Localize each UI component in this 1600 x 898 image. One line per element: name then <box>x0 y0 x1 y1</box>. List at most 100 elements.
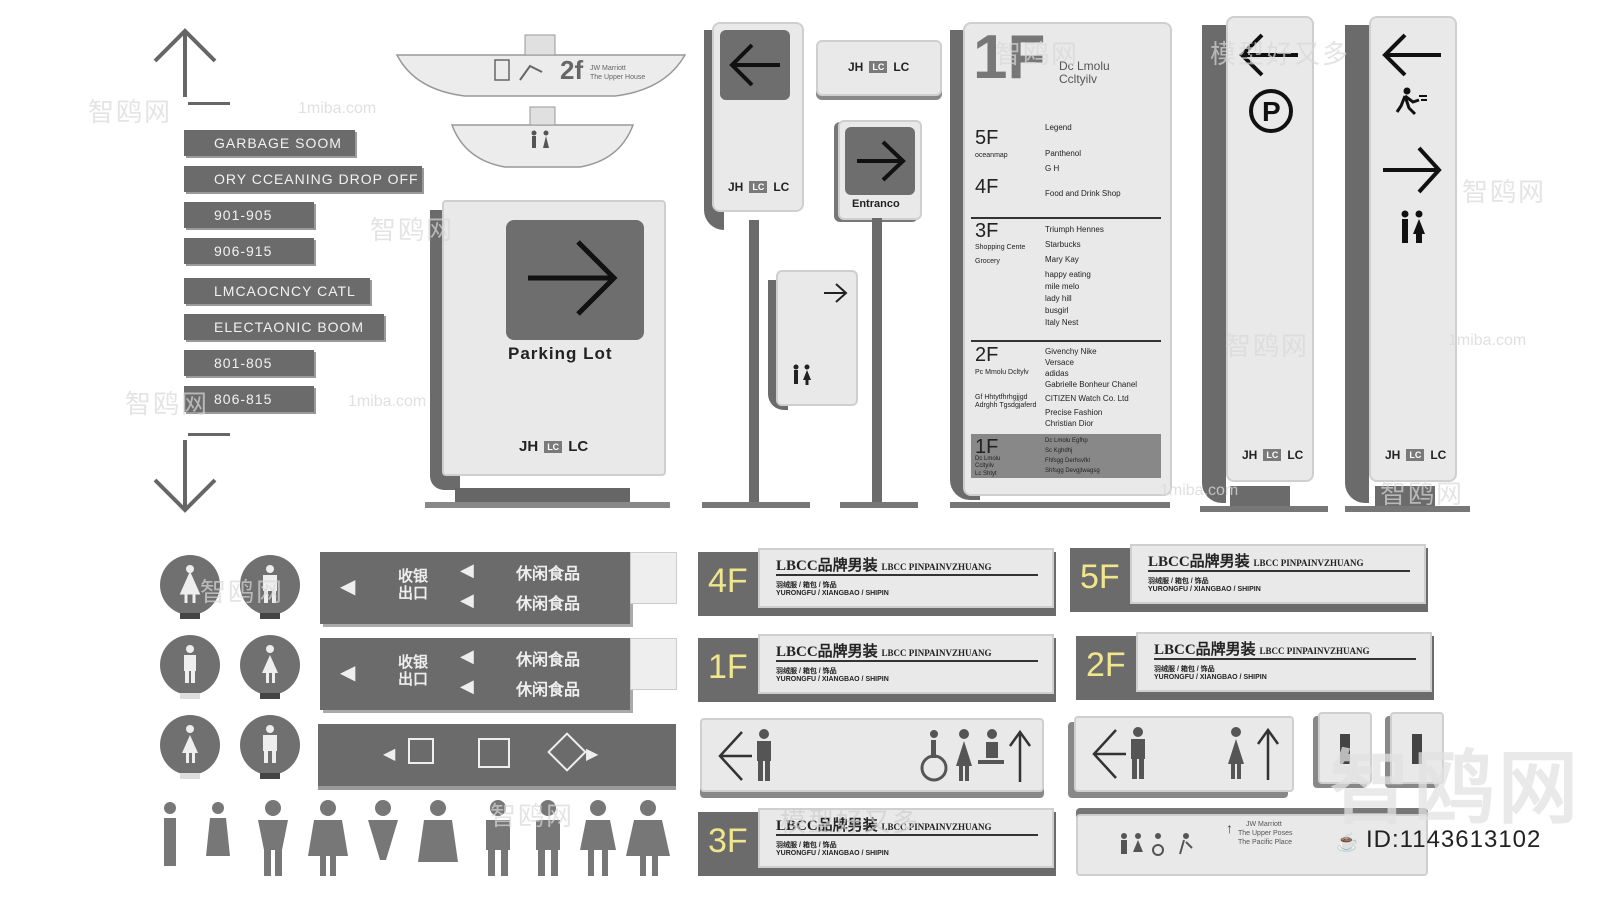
wayfinding-icons <box>1092 727 1280 780</box>
directory-item: Sc Kghdhj <box>1045 448 1073 454</box>
banner-cats-en: YURONGFU / XIANGBAO / SHIPIN <box>1154 674 1267 681</box>
banner-title-cn: LBCC品牌男装 <box>776 818 878 834</box>
directory-floor-5f: 5F <box>975 127 999 149</box>
right-arrow-icon <box>1383 146 1442 194</box>
watermark: 1miba.com <box>1448 332 1527 349</box>
up-arrow-icon <box>1008 729 1032 782</box>
cashier-label: 收银出口 <box>398 654 429 688</box>
left-arrow-icon: ◀ <box>460 646 474 666</box>
totem-exit: JH LC LC <box>1369 16 1457 482</box>
brand-right: LC <box>773 180 790 194</box>
banner-rule <box>776 660 1038 662</box>
door-sign-women <box>1390 712 1444 784</box>
totem-back <box>1345 25 1369 503</box>
coffee-icon: ☕ <box>1336 832 1359 852</box>
totem-ground <box>1200 506 1328 512</box>
brand-right: LC <box>1430 448 1447 462</box>
ceiling-sign-elevator <box>395 34 687 97</box>
banner-panel: LBCC品牌男装 LBCC PINPAINVZHUANG 羽绒服 / 箱包 / … <box>758 548 1054 608</box>
banner-cats-en: YURONGFU / XIANGBAO / SHIPIN <box>776 676 889 683</box>
directory-item: Precise Fashion <box>1045 408 1103 417</box>
snack-label: 休闲食品 <box>516 566 581 583</box>
right-arrow-icon <box>528 240 618 316</box>
banner-cats: 羽绒服 / 箱包 / 饰品 <box>776 842 837 849</box>
men-round-sign <box>160 635 220 699</box>
directory-sub: Dc Lmolu Ccltyilv <box>975 456 1001 469</box>
brand-logo: JH LC LC <box>728 180 789 194</box>
directory-current-floor: 1F Dc Lmolu Ccltyilv Lc Shtyt Dc Lmolu E… <box>971 434 1161 478</box>
men-round-sign <box>240 555 300 619</box>
floor-number: 1F <box>708 648 748 686</box>
directory-item: happy eating <box>1045 270 1091 279</box>
divider <box>971 340 1161 342</box>
directory-floor-2f: 2F <box>975 344 999 366</box>
left-arrow-icon <box>718 731 752 781</box>
brand-mid: LC <box>1263 449 1282 461</box>
women-round-sign <box>160 715 220 779</box>
wayfinding-icons <box>718 729 1032 782</box>
directory-items: Panthenol G H <box>1045 148 1081 175</box>
totem-ground <box>1345 506 1470 512</box>
emergency-exit-icon <box>1395 87 1427 116</box>
banner-title-en: LBCC PINPAINVZHUANG <box>881 822 992 832</box>
directory-item: Starbucks <box>1045 240 1081 249</box>
directory-sub: Shopping Cente <box>975 244 1026 251</box>
women-icon <box>1228 727 1244 779</box>
men-icon <box>1131 727 1145 779</box>
parking-sign-ground <box>425 502 670 508</box>
women-round-sign <box>240 635 300 699</box>
brand-mid: LC <box>544 440 563 453</box>
directory-item: Triumph Hennes <box>1045 225 1104 234</box>
directory-big-floor: 1F <box>973 23 1046 92</box>
directory-title-2: Ccltyilv <box>1059 72 1097 86</box>
banner-cats-en: YURONGFU / XIANGBAO / SHIPIN <box>776 850 889 857</box>
brand-left: JH <box>848 60 864 74</box>
directory-item: Versace <box>1045 358 1074 367</box>
room-sign: ELECTAONIC BOOM <box>184 314 384 340</box>
banner-panel: LBCC品牌男装 LBCC PINPAINVZHUANG 羽绒服 / 箱包 / … <box>758 634 1054 694</box>
directory-item: Shfsgg Devgjtwagsg <box>1045 468 1100 474</box>
pole <box>749 220 759 502</box>
women-icon <box>956 729 972 781</box>
up-arrow-icon <box>153 28 217 97</box>
divider <box>971 217 1161 219</box>
directory-floor-1f: 1F <box>975 436 999 458</box>
banner-title-cn: LBCC品牌男装 <box>776 558 878 574</box>
banner-cats: 羽绒服 / 箱包 / 饰品 <box>776 582 837 589</box>
directory-sub: Pc Mmolu Dcltylv <box>975 369 1029 376</box>
bottom-hotel-text: JW Marriott The Upper Poses The Pacific … <box>1226 820 1292 847</box>
directory-item: Panthenol <box>1045 149 1082 158</box>
directory-item: mile melo <box>1045 282 1080 291</box>
restroom-round-signs <box>160 555 300 779</box>
directory-item: adidas <box>1045 369 1069 378</box>
market-sign-edge <box>630 638 677 690</box>
right-arrow-icon <box>824 283 848 303</box>
room-sign-list: GARBAGE SOOM ORY CCEANING DROP OFF 901-9… <box>184 130 422 412</box>
parking-label: Parking Lot <box>508 344 613 363</box>
floor-banner-5f: 5F LBCC品牌男装 LBCC PINPAINVZHUANG 羽绒服 / 箱包… <box>1070 544 1428 612</box>
snack-label: 休闲食品 <box>516 596 581 613</box>
banner-title: LBCC品牌男装 LBCC PINPAINVZHUANG <box>776 640 992 661</box>
directory-item: Fhfsgg Derhsvfkl <box>1045 458 1091 464</box>
room-sign: 806-815 <box>184 386 314 412</box>
floor-number: 2F <box>1086 646 1126 684</box>
market-sign-edge <box>630 552 677 604</box>
down-arrow-icon <box>153 440 217 513</box>
men-icon <box>1340 734 1350 764</box>
left-arrow-icon: ◀ <box>460 590 474 610</box>
brand-logo: JH LC LC <box>1385 448 1446 462</box>
floor-banner-3f: 3F LBCC品牌男装 LBCC PINPAINVZHUANG 羽绒服 / 箱包… <box>698 808 1056 876</box>
baby-change-icon <box>978 729 1004 764</box>
directory-item: Dc Lmolu Egfhp <box>1045 438 1088 444</box>
directory-sub: Gf Hhtytfhrhgjjgd Adrghh Tgsdgjaferd <box>975 394 1037 409</box>
directory-item: Mary Kay <box>1045 255 1079 264</box>
banner-panel: LBCC品牌男装 LBCC PINPAINVZHUANG 羽绒服 / 箱包 / … <box>1136 632 1432 692</box>
brand-left: JH <box>1385 448 1401 462</box>
pole-base <box>840 502 918 508</box>
floor-banner-2f: 2F LBCC品牌男装 LBCC PINPAINVZHUANG 羽绒服 / 箱包… <box>1076 632 1434 700</box>
hotel-line2: The Upper Poses <box>1238 830 1293 837</box>
directory-floor-4f: 4F <box>975 176 999 198</box>
left-arrow-icon: ◀ <box>340 662 356 684</box>
banner-cats-en: YURONGFU / XIANGBAO / SHIPIN <box>776 590 889 597</box>
room-sign: 906-915 <box>184 238 314 264</box>
